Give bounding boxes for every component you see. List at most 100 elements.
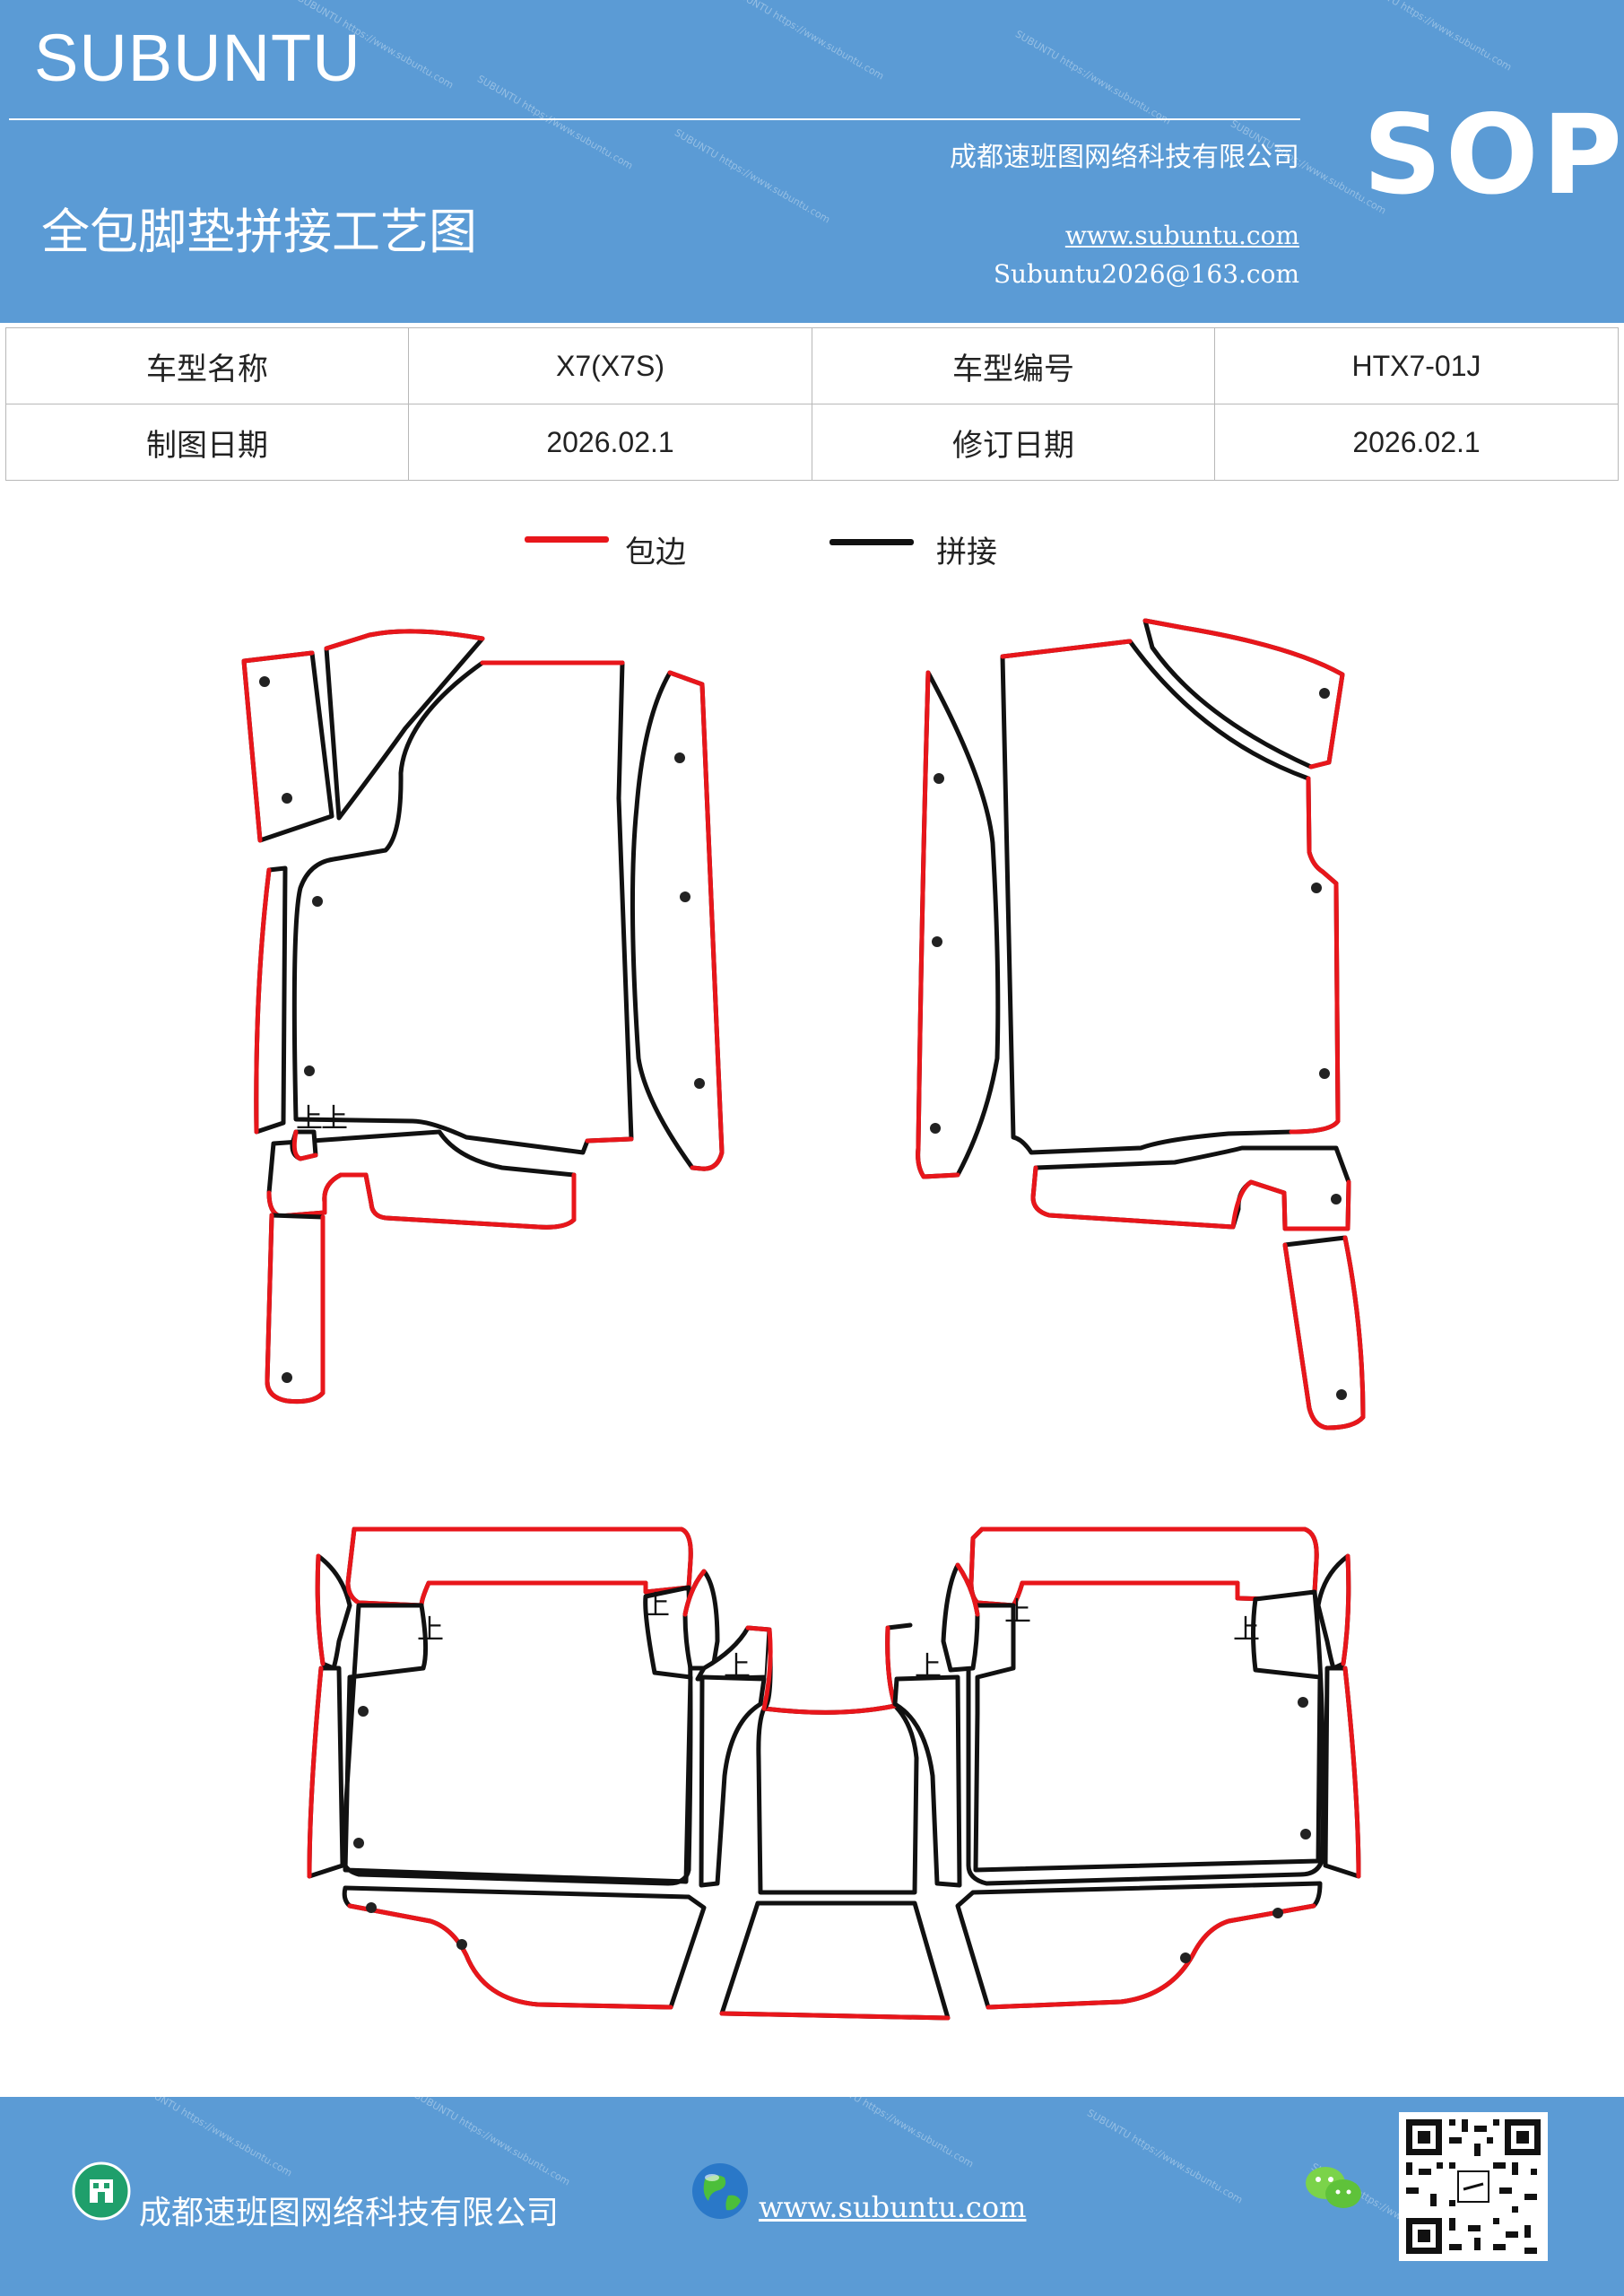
edge-fr-rail (916, 670, 960, 1179)
hole-marker (1311, 883, 1322, 893)
piece-r-tunnel-right (892, 1674, 962, 1888)
footer-company-name: 成都速班图网络科技有限公司 (139, 2195, 560, 2231)
watermark: SUBUNTU https://www.subuntu.com (413, 2097, 572, 2188)
edge-rr-wing (1341, 1553, 1351, 1666)
company-name: 成都速班图网络科技有限公司 (950, 142, 1299, 173)
revise-date-value: 2026.02.1 (1214, 404, 1619, 481)
up-mark: 上 (417, 1614, 444, 1646)
draw-date-value: 2026.02.1 (408, 404, 812, 481)
edge-fl-strip (241, 650, 315, 843)
hole-marker (934, 773, 944, 784)
piece-rr-sill (955, 1881, 1323, 2010)
hole-marker (680, 891, 690, 902)
hole-marker (1180, 1952, 1191, 1963)
hole-marker (1298, 1697, 1308, 1708)
hole-marker (932, 936, 942, 947)
draw-date-label: 制图日期 (5, 404, 409, 481)
table-row: 制图日期 2026.02.1 修订日期 2026.02.1 (5, 404, 1619, 481)
up-mark: 上 (1233, 1614, 1260, 1646)
piece-rr-main (966, 1589, 1326, 1886)
document-title: 全包脚垫拼接工艺图 (41, 204, 477, 260)
hole-marker (1300, 1829, 1311, 1839)
watermark: SUBUNTU https://www.subuntu.com (135, 2097, 294, 2179)
edge-fl-rail (667, 670, 725, 1171)
table-row: 车型名称 X7(X7S) 车型编号 HTX7-01J (5, 327, 1619, 404)
hole-marker (1331, 1194, 1342, 1205)
edge-fl-pad (291, 1129, 318, 1161)
watermark: SUBUNTU https://www.subuntu.com (816, 2097, 976, 2170)
header-banner: SUBUNTU https://www.subuntu.com SUBUNTU … (0, 0, 1624, 323)
watermark: SUBUNTU https://www.subuntu.com (1085, 2107, 1245, 2206)
mat-front-left (241, 629, 725, 1405)
mat-front-right (916, 618, 1366, 1431)
up-mark: 上 (1004, 1596, 1031, 1628)
building-icon (72, 2161, 131, 2221)
up-mark: 上 (915, 1651, 942, 1683)
edge-rr-bolster (955, 1562, 980, 1617)
edge-rl-wing (315, 1553, 326, 1666)
hole-marker (1319, 1068, 1330, 1079)
edge-rl-bolster (682, 1569, 707, 1617)
hole-marker (930, 1123, 941, 1134)
hole-marker (694, 1078, 705, 1089)
hole-marker (358, 1706, 369, 1717)
footer-banner: SUBUNTU https://www.subuntu.com SUBUNTU … (0, 2097, 1624, 2296)
piece-fr-main (1000, 639, 1341, 1155)
edge-fr-main-right (1289, 776, 1341, 1135)
edge-fl-lower (265, 1213, 326, 1405)
up-mark: 上 (296, 1103, 323, 1135)
piece-rr-back (968, 1526, 1319, 1608)
model-name-value: X7(X7S) (408, 327, 812, 404)
hole-marker (282, 793, 292, 804)
edge-fl-side (254, 867, 272, 1135)
edge-legend-swatch (525, 536, 609, 543)
edge-r-center-bottom (719, 2011, 951, 2021)
edge-r-tunnel-sides (761, 1625, 898, 1711)
piece-rl-main (340, 1585, 693, 1886)
mounting-holes (259, 676, 1347, 1963)
hole-marker (674, 752, 685, 763)
vehicle-info-table: 车型名称 X7(X7S) 车型编号 HTX7-01J 制图日期 2026.02.… (5, 327, 1619, 481)
edge-r-tab-left (745, 1625, 772, 1632)
piece-fl-main (291, 660, 634, 1155)
piece-r-center-bottom (719, 1900, 951, 2021)
website-link[interactable]: www.subuntu.com (1064, 221, 1299, 250)
piece-fl-rail (630, 670, 725, 1171)
header-divider (9, 118, 1300, 120)
edge-r-back (345, 1526, 693, 1608)
mat-rear (307, 1526, 1361, 2021)
edge-fr-main (1000, 639, 1133, 659)
piece-r-tunnel-left (699, 1674, 767, 1888)
revise-date-label: 修订日期 (812, 404, 1215, 481)
edge-rl-outer (307, 1665, 324, 1879)
piece-r-tunnel (756, 1703, 919, 1895)
wechat-icon[interactable] (1302, 2161, 1365, 2215)
hole-marker (259, 676, 270, 687)
qr-code[interactable] (1399, 2112, 1548, 2261)
hole-marker (1272, 1908, 1283, 1918)
hole-marker (1336, 1389, 1347, 1400)
edge-rl-sill (347, 1903, 673, 2010)
hole-marker (456, 1939, 467, 1950)
footer-website-link[interactable]: www.subuntu.com (759, 2190, 1027, 2224)
globe-icon (692, 2163, 748, 2219)
up-mark: 上 (321, 1103, 348, 1135)
contact-email: Subuntu2026@163.com (993, 259, 1299, 289)
edge-fr-tilt (1142, 618, 1345, 770)
up-mark: 上 (724, 1651, 751, 1683)
seam-legend-swatch (829, 539, 914, 545)
edge-legend-label: 包边 (625, 535, 686, 570)
edge-fl-main-bottom (585, 1136, 634, 1144)
edge-fl-tilt (324, 629, 485, 651)
qr-code-pattern (1406, 2119, 1541, 2254)
seam-legend-label: 拼接 (936, 535, 997, 570)
hole-marker (304, 1065, 315, 1076)
hole-marker (282, 1372, 292, 1383)
piece-fr-rail (916, 670, 1001, 1179)
hole-marker (1319, 688, 1330, 699)
edge-rr-outer (1342, 1665, 1361, 1879)
model-code-label: 车型编号 (812, 327, 1215, 404)
piece-rl-sill (342, 1885, 707, 2010)
edge-fr-sill (1030, 1165, 1351, 1231)
